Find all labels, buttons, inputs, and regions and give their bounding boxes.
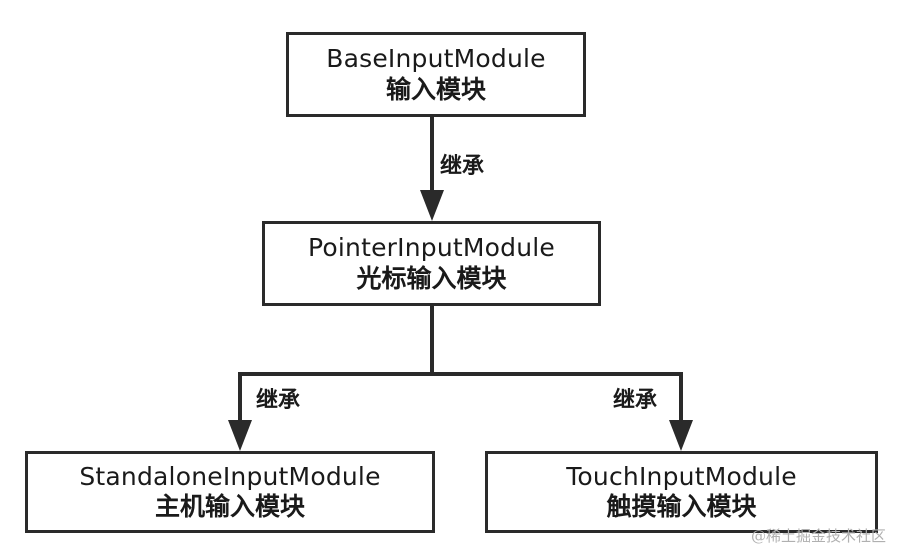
arrowhead-base-to-pointer — [420, 190, 444, 221]
arrowhead-pointer-to-standalone — [228, 420, 252, 451]
node-description: 触摸输入模块 — [606, 492, 757, 521]
arrowhead-pointer-to-touch — [669, 420, 693, 451]
node-title: BaseInputModule — [326, 44, 546, 73]
node-title: PointerInputModule — [308, 233, 555, 262]
node-title: StandaloneInputModule — [79, 461, 381, 491]
node-description: 输入模块 — [385, 74, 486, 104]
node-standalone-input-module: StandaloneInputModule 主机输入模块 — [25, 451, 435, 533]
node-touch-input-module: TouchInputModule 触摸输入模块 — [485, 451, 878, 533]
node-description: 主机输入模块 — [154, 492, 305, 521]
node-title: TouchInputModule — [566, 461, 797, 491]
watermark: @稀土掘金技术社区 — [750, 527, 886, 545]
node-pointer-input-module: PointerInputModule 光标输入模块 — [262, 221, 601, 306]
node-description: 光标输入模块 — [356, 263, 507, 293]
edge-label-inherit: 继承 — [440, 154, 485, 179]
edge-label-inherit: 继承 — [256, 388, 301, 413]
edge-label-inherit: 继承 — [613, 388, 658, 413]
node-base-input-module: BaseInputModule 输入模块 — [286, 32, 586, 117]
